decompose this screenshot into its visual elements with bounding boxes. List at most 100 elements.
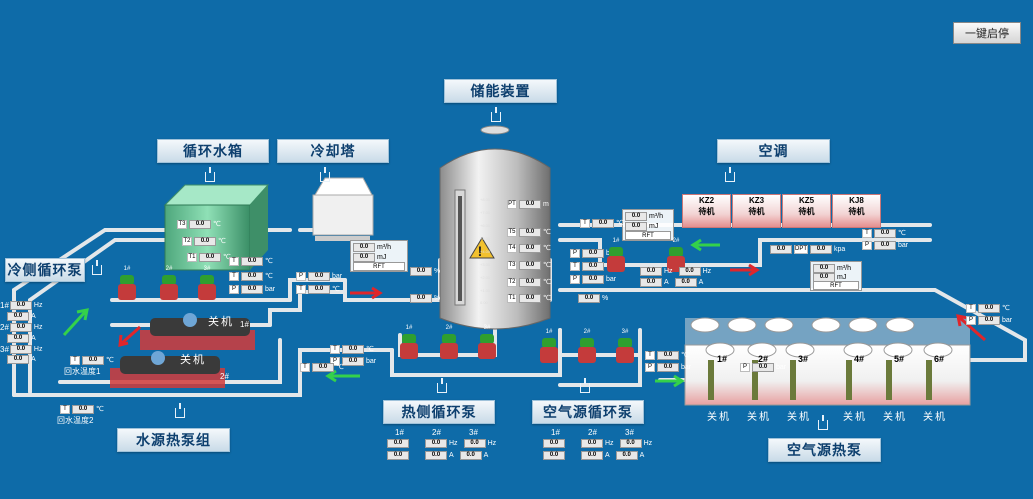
svg-text:!: ! [478, 243, 483, 259]
water-hp-1-state[interactable]: 关机 [208, 316, 234, 328]
return-temp-2-label: 回水温度2 [57, 416, 94, 425]
pin-icon [437, 378, 447, 393]
start-stop-button[interactable]: 一键启停 [953, 22, 1021, 44]
cold-pump-2[interactable]: 2# [160, 266, 178, 303]
water-hp-2-label: 2# [220, 372, 229, 381]
ac-pump-1[interactable]: 1# [607, 238, 625, 275]
return-temp-1-label: 回水温度1 [64, 367, 101, 376]
water-hp-1-label: 1# [240, 320, 249, 329]
air-heat-pump-shapes [684, 317, 971, 406]
air-hp-5-label: 5# [894, 354, 905, 364]
water-heat-pump-shapes [110, 313, 255, 388]
cold-pump-3[interactable]: 3# [198, 266, 216, 303]
label-cooling-tower: 冷却塔 [277, 139, 389, 163]
pin-icon [92, 260, 102, 275]
pin-icon [725, 167, 735, 182]
label-air-pump: 空气源循环泵 [532, 400, 644, 424]
hot-pump-3[interactable]: 3# [478, 325, 496, 362]
tank-tick: +3.00 [480, 262, 491, 267]
air-hp-6-state[interactable]: 关机 [923, 412, 947, 423]
cooling-tower-shape [312, 177, 374, 241]
label-aircon: 空调 [717, 139, 830, 163]
tank-tick: +2.00 [480, 275, 491, 280]
tank-tick: +8.00 [480, 197, 491, 202]
air-hp-2-state[interactable]: 关机 [747, 412, 771, 423]
air-hp-1-label: 1# [717, 354, 728, 364]
air-pump-2[interactable]: 2# [578, 329, 596, 366]
tank-tick: +5.00 [480, 236, 491, 241]
label-water-tank: 循环水箱 [157, 139, 269, 163]
air-hp-3-label: 3# [798, 354, 809, 364]
pin-icon [818, 415, 828, 430]
hot-pump-1[interactable]: 1# [400, 325, 418, 362]
pin-icon [580, 378, 590, 393]
air-hp-5-state[interactable]: 关机 [883, 412, 907, 423]
label-air-heat-pump: 空气源热泵 [768, 438, 881, 462]
air-pump-3[interactable]: 3# [616, 329, 634, 366]
label-storage: 储能装置 [444, 79, 557, 103]
air-hp-2-label: 2# [758, 354, 769, 364]
tank-tick: +4.00 [480, 249, 491, 254]
valve-opening: 0.0% [578, 293, 608, 303]
cold-pump-1[interactable]: 1# [118, 266, 136, 303]
air-hp-6-label: 6# [934, 354, 945, 364]
tank-tick: +6.00 [480, 223, 491, 228]
air-hp-4-state[interactable]: 关机 [843, 412, 867, 423]
hot-pump-2[interactable]: 2# [440, 325, 458, 362]
air-pump-1[interactable]: 1# [540, 329, 558, 366]
label-water-heat-pump: 水源热泵组 [117, 428, 230, 452]
pin-icon [320, 167, 330, 182]
valve-opening: 0.0% [410, 293, 440, 303]
flow-arrows [62, 238, 986, 388]
label-hot-pump: 热侧循环泵 [383, 400, 495, 424]
water-hp-2-state[interactable]: 关机 [180, 354, 206, 366]
tank-tick: 0.00 [480, 300, 488, 305]
pin-icon [175, 403, 185, 418]
tank-tick: +1.00 [480, 288, 491, 293]
pin-icon [205, 167, 215, 182]
air-hp-4-label: 4# [854, 354, 865, 364]
label-cold-pump: 冷侧循环泵 [5, 258, 85, 282]
air-hp-1-state[interactable]: 关机 [707, 412, 731, 423]
air-hp-3-state[interactable]: 关机 [787, 412, 811, 423]
